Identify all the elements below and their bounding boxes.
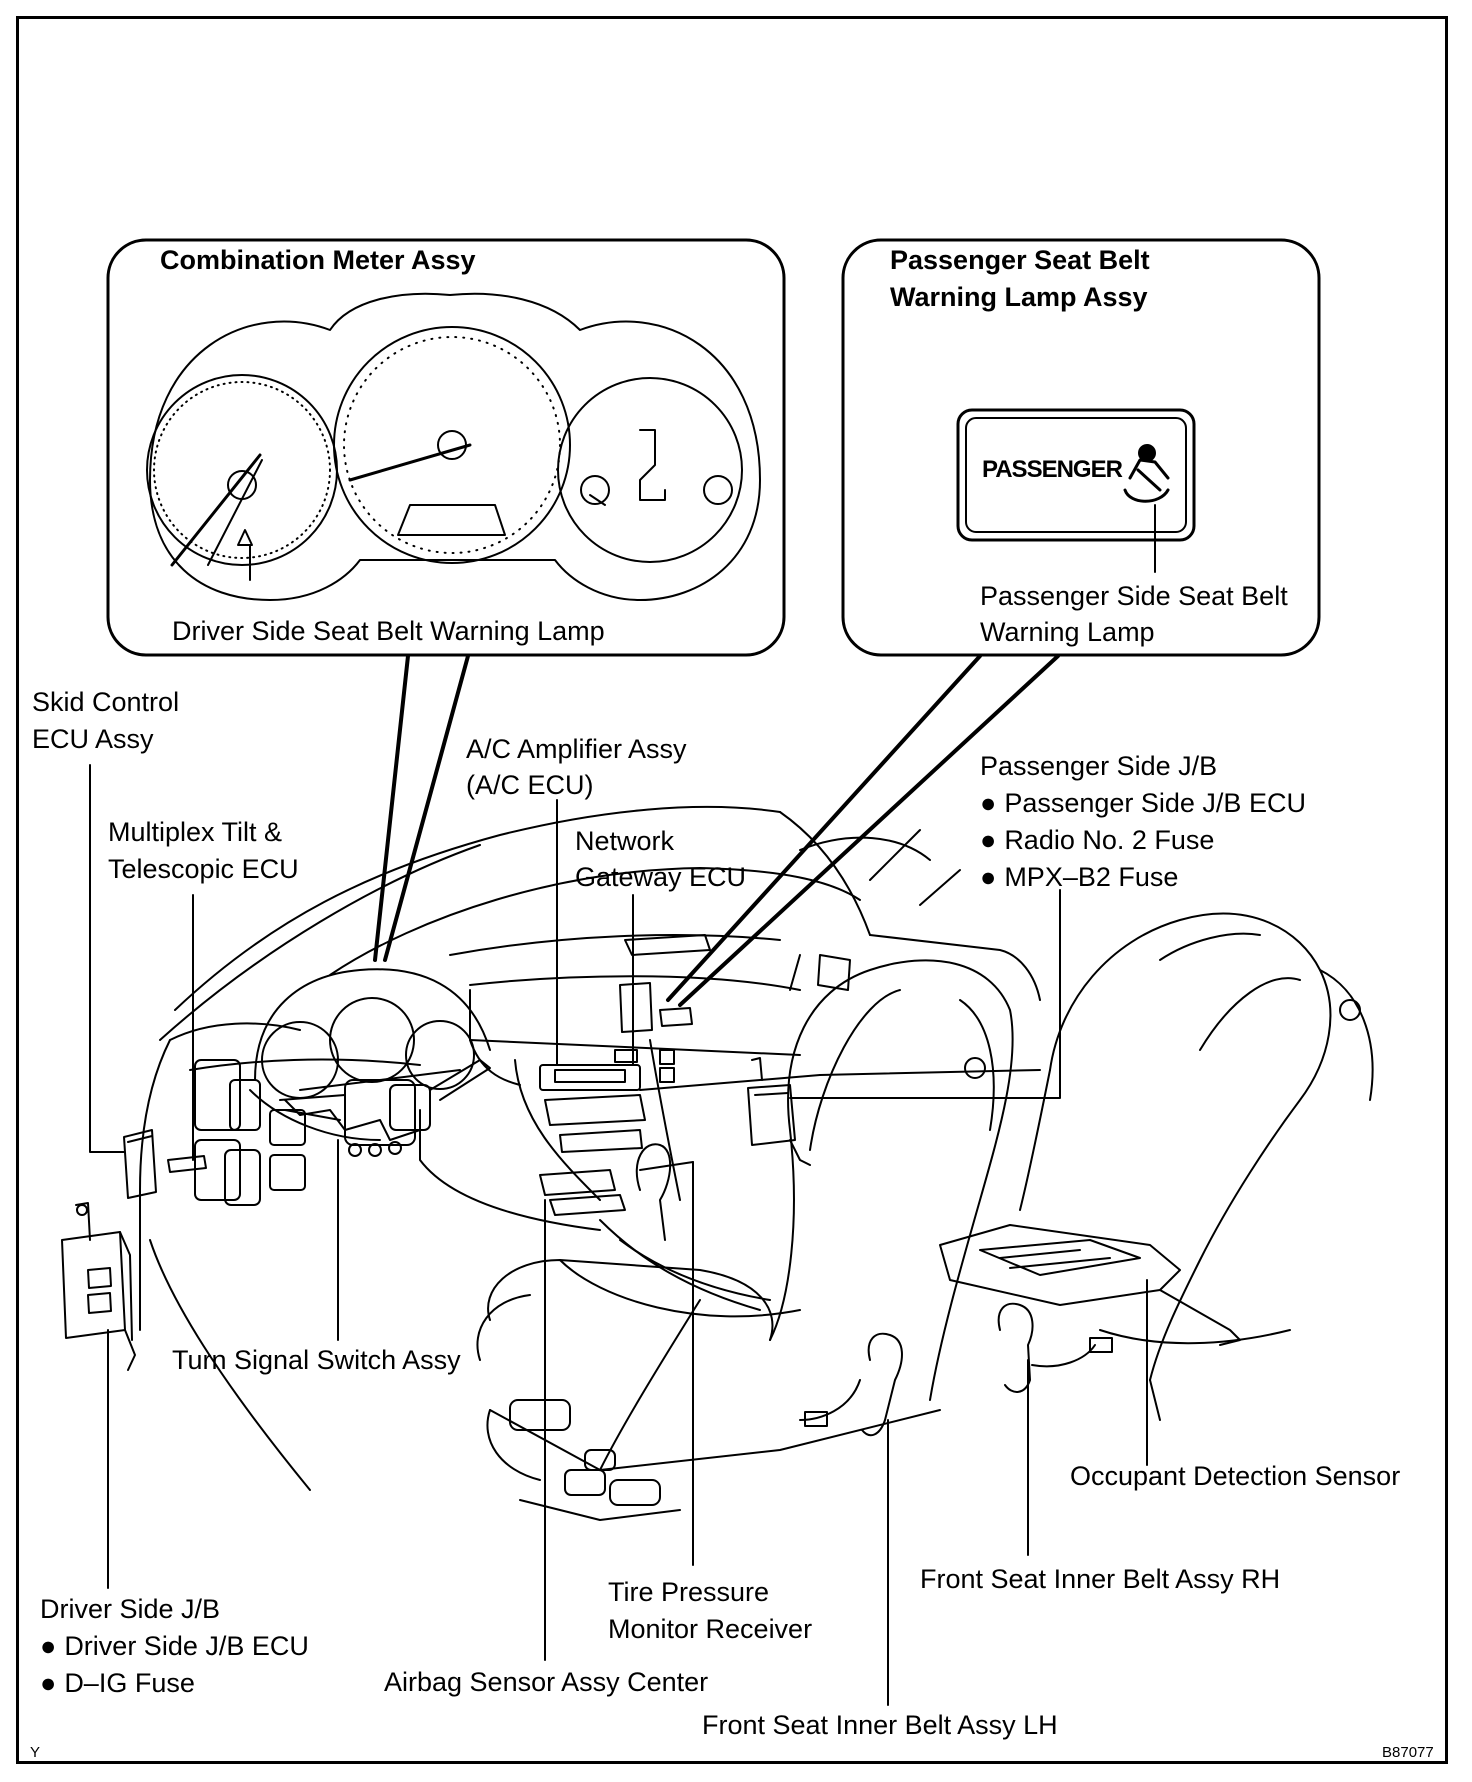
network-gateway-label-line2: Gateway ECU bbox=[575, 862, 747, 892]
turn-signal-label: Turn Signal Switch Assy bbox=[172, 1345, 461, 1375]
skid-control-label-line1: Skid Control bbox=[32, 687, 180, 717]
network-gateway-label-line1: Network bbox=[575, 826, 675, 856]
multiplex-label-line1: Multiplex Tilt & bbox=[108, 817, 283, 847]
passenger-jb-item: MPX–B2 Fuse bbox=[980, 858, 1178, 896]
tire-pressure-label-line1: Tire Pressure bbox=[608, 1577, 770, 1607]
combination-meter-title: Combination Meter Assy bbox=[160, 245, 476, 275]
ac-amplifier-label-line2: (A/C ECU) bbox=[466, 770, 594, 800]
belt-rh-label: Front Seat Inner Belt Assy RH bbox=[920, 1564, 1281, 1594]
passenger-indicator-text: PASSENGER bbox=[982, 456, 1123, 483]
combination-meter-drawing bbox=[146, 292, 761, 601]
leader-lines bbox=[89, 764, 1148, 1706]
passenger-lamp-title-line2: Warning Lamp Assy bbox=[890, 282, 1148, 312]
passenger-jb-item: Passenger Side J/B ECU bbox=[980, 784, 1306, 822]
passenger-lamp-drawing bbox=[956, 408, 1196, 573]
airbag-sensor-label: Airbag Sensor Assy Center bbox=[384, 1667, 709, 1697]
driver-seat-belt-lamp-label: Driver Side Seat Belt Warning Lamp bbox=[172, 616, 605, 646]
figure-id: B87077 bbox=[1382, 1744, 1434, 1761]
driver-jb-title: Driver Side J/B bbox=[40, 1594, 221, 1624]
driver-jb-item: D–IG Fuse bbox=[40, 1664, 195, 1702]
tire-pressure-label-line2: Monitor Receiver bbox=[608, 1614, 813, 1644]
occupant-sensor-label: Occupant Detection Sensor bbox=[1070, 1461, 1401, 1491]
figure-frame bbox=[16, 16, 1448, 1764]
multiplex-label-line2: Telescopic ECU bbox=[108, 854, 299, 884]
skid-control-label-line2: ECU Assy bbox=[32, 724, 154, 754]
passenger-jb-item: Radio No. 2 Fuse bbox=[980, 821, 1214, 859]
ac-amplifier-label-line1: A/C Amplifier Assy bbox=[466, 734, 687, 764]
passenger-seat-belt-lamp-label-line2: Warning Lamp bbox=[980, 617, 1155, 647]
footer-left-code: Y bbox=[30, 1744, 41, 1761]
vehicle-interior-drawing bbox=[61, 805, 1374, 1521]
belt-lh-label: Front Seat Inner Belt Assy LH bbox=[702, 1710, 1058, 1740]
passenger-seat-belt-lamp-label-line1: Passenger Side Seat Belt bbox=[980, 581, 1288, 611]
combination-meter-callout-box bbox=[106, 238, 786, 657]
driver-jb-item: Driver Side J/B ECU bbox=[40, 1627, 309, 1665]
passenger-lamp-title-line1: Passenger Seat Belt bbox=[890, 245, 1150, 275]
passenger-lamp-callout-box bbox=[841, 238, 1321, 657]
passenger-jb-title: Passenger Side J/B bbox=[980, 751, 1218, 781]
